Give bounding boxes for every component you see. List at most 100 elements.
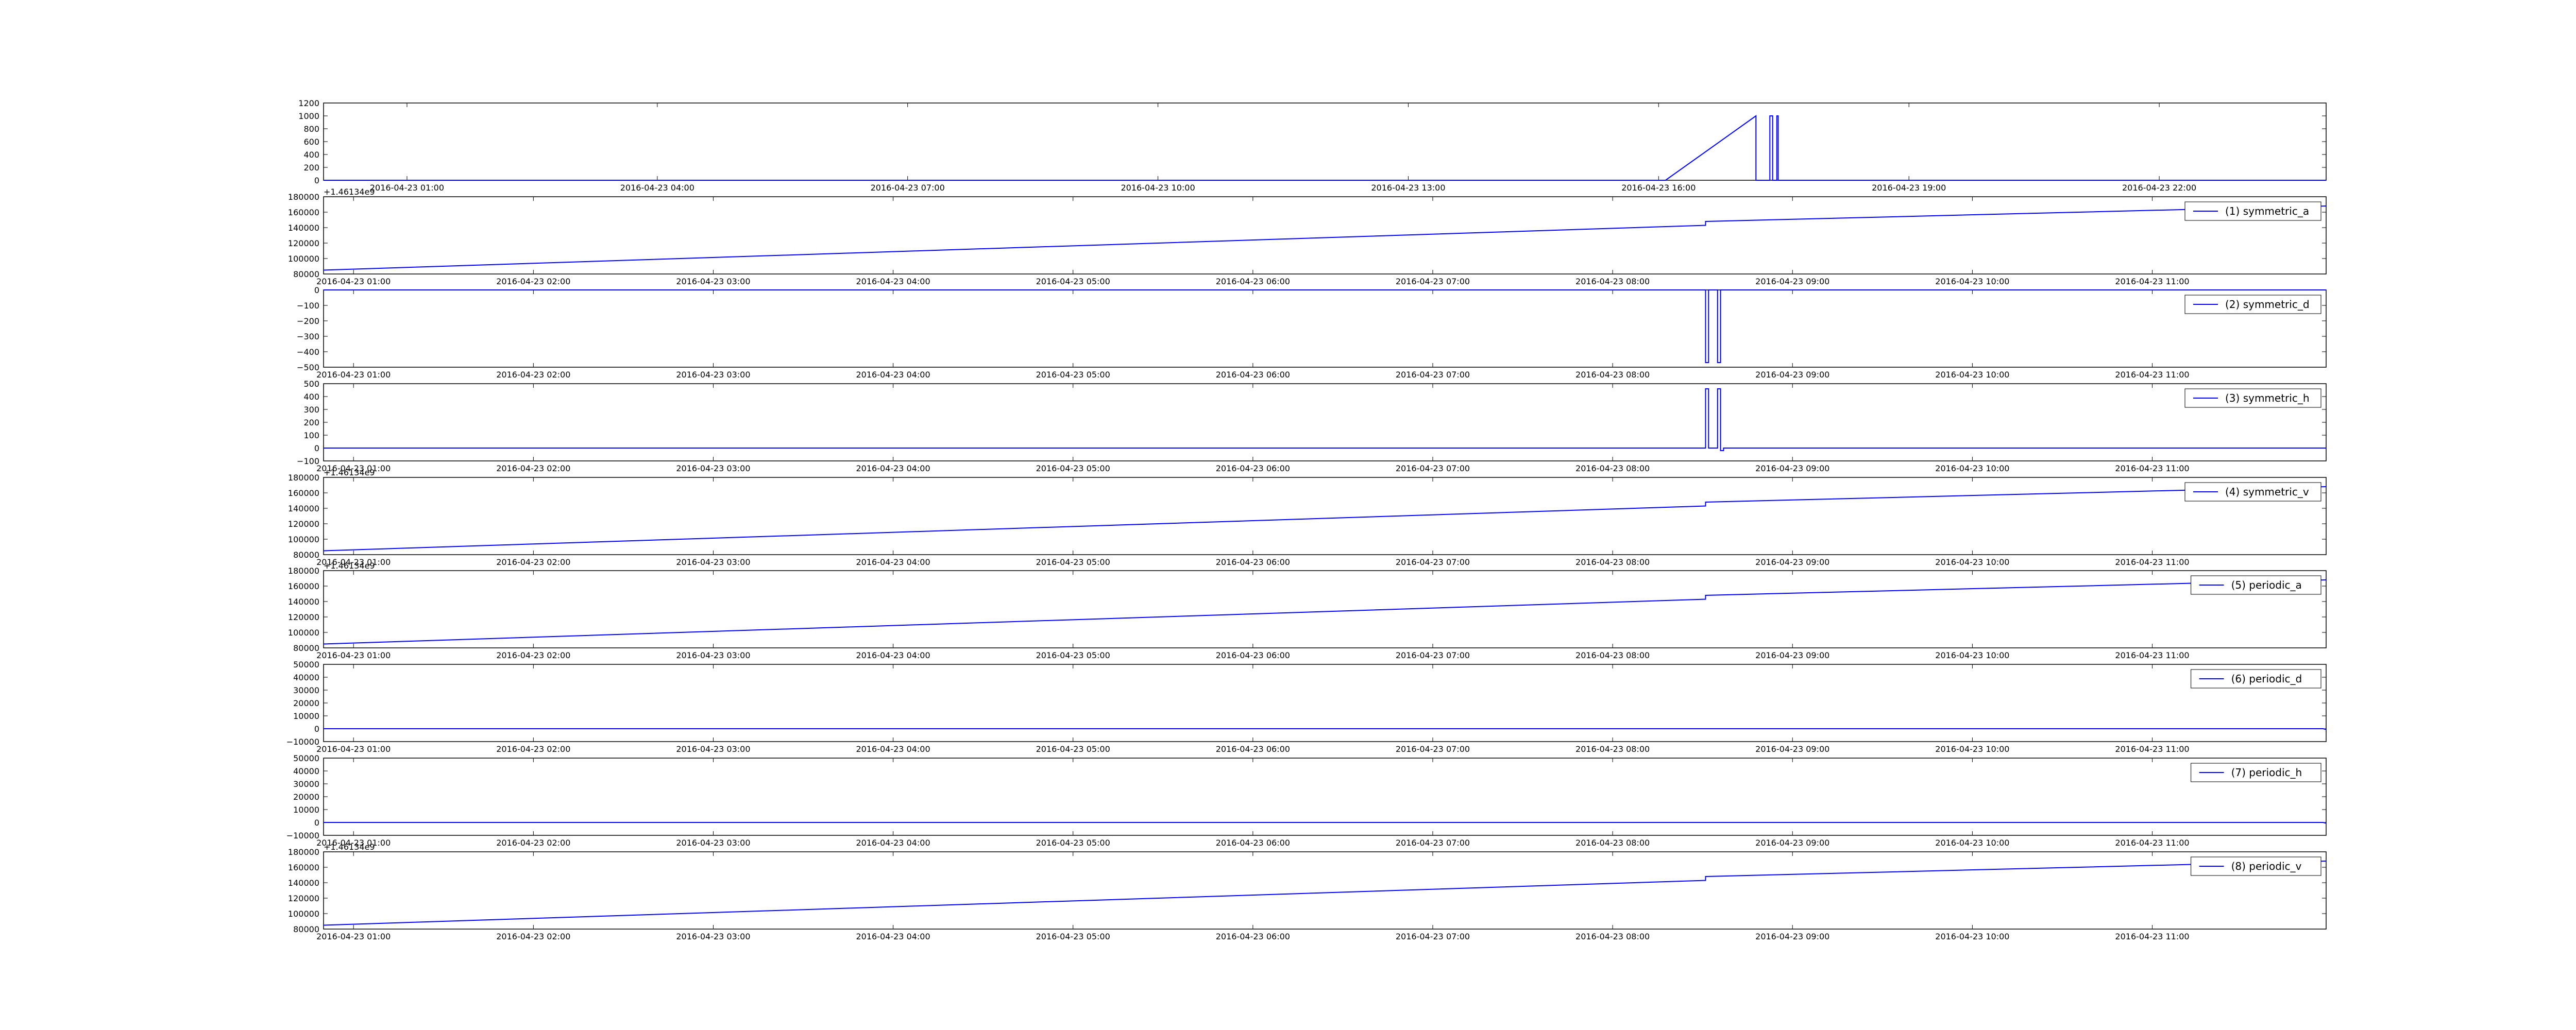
x-tick-label: 2016-04-23 01:00 [316,277,391,286]
series-line [324,289,2326,363]
x-tick-label: 2016-04-23 02:00 [496,744,570,754]
x-tick-label: 2016-04-23 01:00 [316,464,391,473]
x-tick-label: 2016-04-23 02:00 [496,650,570,660]
y-tick-label: 120000 [288,612,319,622]
y-tick-label: −100 [297,301,319,311]
y-tick-label: 120000 [288,519,319,529]
subplot-4: 800001000001200001400001600001800002016-… [288,468,2327,567]
x-tick-label: 2016-04-23 08:00 [1575,370,1650,380]
y-tick-label: 140000 [288,223,319,233]
x-tick-label: 2016-04-23 04:00 [856,557,930,567]
series-line [324,822,2327,824]
x-tick-label: 2016-04-23 01:00 [316,650,391,660]
x-tick-label: 2016-04-23 08:00 [1575,464,1650,473]
x-tick-label: 2016-04-23 10:00 [1935,744,2009,754]
x-tick-label: 2016-04-23 05:00 [1036,838,1110,848]
y-tick-label: 10000 [293,711,319,721]
y-tick-label: 0 [314,724,319,734]
y-tick-label: 180000 [288,847,319,857]
plot-frame [323,477,2327,555]
y-tick-label: 140000 [288,597,319,607]
x-tick-label: 2016-04-23 06:00 [1216,744,1290,754]
x-tick-label: 2016-04-23 02:00 [496,838,570,848]
x-tick-label: 2016-04-23 10:00 [1935,838,2009,848]
x-tick-label: 2016-04-23 10:00 [1121,183,1195,193]
x-tick-label: 2016-04-23 09:00 [1755,557,1829,567]
x-tick-label: 2016-04-23 03:00 [676,650,750,660]
legend-label: (1) symmetric_a [2225,205,2309,217]
x-tick-label: 2016-04-23 11:00 [2115,370,2189,380]
x-tick-label: 2016-04-23 05:00 [1036,557,1110,567]
x-tick-label: 2016-04-23 07:00 [1396,277,1470,286]
y-tick-label: 100 [303,431,319,440]
x-tick-label: 2016-04-23 07:00 [1396,650,1470,660]
y-tick-label: 160000 [288,581,319,591]
x-tick-label: 2016-04-23 03:00 [676,932,750,941]
y-tick-label: 0 [314,443,319,453]
x-tick-label: 2016-04-23 09:00 [1755,744,1829,754]
legend-label: (3) symmetric_h [2225,392,2310,404]
y-tick-label: 180000 [288,192,319,202]
plot-frame [323,196,2327,274]
x-tick-label: 2016-04-23 03:00 [676,838,750,848]
legend: (3) symmetric_h [2184,388,2321,408]
x-tick-label: 2016-04-23 22:00 [2122,183,2196,193]
legend-label: (2) symmetric_d [2225,298,2310,311]
x-tick-label: 2016-04-23 02:00 [496,932,570,941]
x-tick-label: 2016-04-23 07:00 [871,183,945,193]
y-tick-label: 140000 [288,504,319,513]
x-tick-label: 2016-04-23 04:00 [856,370,930,380]
y-tick-label: 10000 [293,805,319,815]
x-tick-label: 2016-04-23 01:00 [370,183,444,193]
x-tick-label: 2016-04-23 01:00 [316,557,391,567]
x-tick-label: 2016-04-23 04:00 [856,932,930,941]
x-tick-label: 2016-04-23 01:00 [316,744,391,754]
x-tick-label: 2016-04-23 13:00 [1371,183,1445,193]
x-tick-label: 2016-04-23 02:00 [496,277,570,286]
plot-frame [323,289,2327,368]
x-tick-label: 2016-04-23 01:00 [316,838,391,848]
x-tick-label: 2016-04-23 04:00 [620,183,694,193]
subplot-1: 800001000001200001400001600001800002016-… [288,187,2327,286]
y-tick-label: 30000 [293,685,319,695]
x-tick-label: 2016-04-23 09:00 [1755,370,1829,380]
x-tick-label: 2016-04-23 06:00 [1216,650,1290,660]
x-tick-label: 2016-04-23 03:00 [676,744,750,754]
x-tick-label: 2016-04-23 07:00 [1396,370,1470,380]
x-tick-label: 2016-04-23 10:00 [1935,650,2009,660]
y-tick-label: 180000 [288,566,319,576]
x-tick-label: 2016-04-23 10:00 [1935,557,2009,567]
x-tick-label: 2016-04-23 04:00 [856,650,930,660]
y-tick-label: 800 [303,124,319,134]
x-tick-label: 2016-04-23 07:00 [1396,744,1470,754]
x-tick-label: 2016-04-23 11:00 [2115,557,2189,567]
x-tick-label: 2016-04-23 07:00 [1396,557,1470,567]
x-tick-label: 2016-04-23 09:00 [1755,464,1829,473]
y-tick-label: 40000 [293,673,319,682]
y-tick-label: −10000 [286,831,319,840]
x-tick-label: 2016-04-23 04:00 [856,744,930,754]
y-tick-label: 160000 [288,208,319,217]
plot-frame [323,851,2327,930]
y-tick-label: 160000 [288,863,319,872]
y-tick-label: 80000 [293,924,319,934]
legend: (4) symmetric_v [2184,482,2321,502]
x-tick-label: 2016-04-23 04:00 [856,464,930,473]
x-tick-label: 2016-04-23 06:00 [1216,370,1290,380]
series-line [323,205,2327,271]
y-tick-label: −100 [297,456,319,466]
legend-label: (8) periodic_v [2231,860,2302,872]
x-tick-label: 2016-04-23 06:00 [1216,277,1290,286]
y-tick-label: 20000 [293,698,319,708]
y-tick-label: −400 [297,347,319,357]
y-tick-label: 80000 [293,550,319,560]
y-tick-label: 200 [303,418,319,427]
x-tick-label: 2016-04-23 06:00 [1216,464,1290,473]
x-tick-label: 2016-04-23 11:00 [2115,932,2189,941]
x-tick-label: 2016-04-23 05:00 [1036,370,1110,380]
subplot-6: −10000010000200003000040000500002016-04-… [286,660,2327,754]
legend: (7) periodic_h [2191,763,2321,782]
